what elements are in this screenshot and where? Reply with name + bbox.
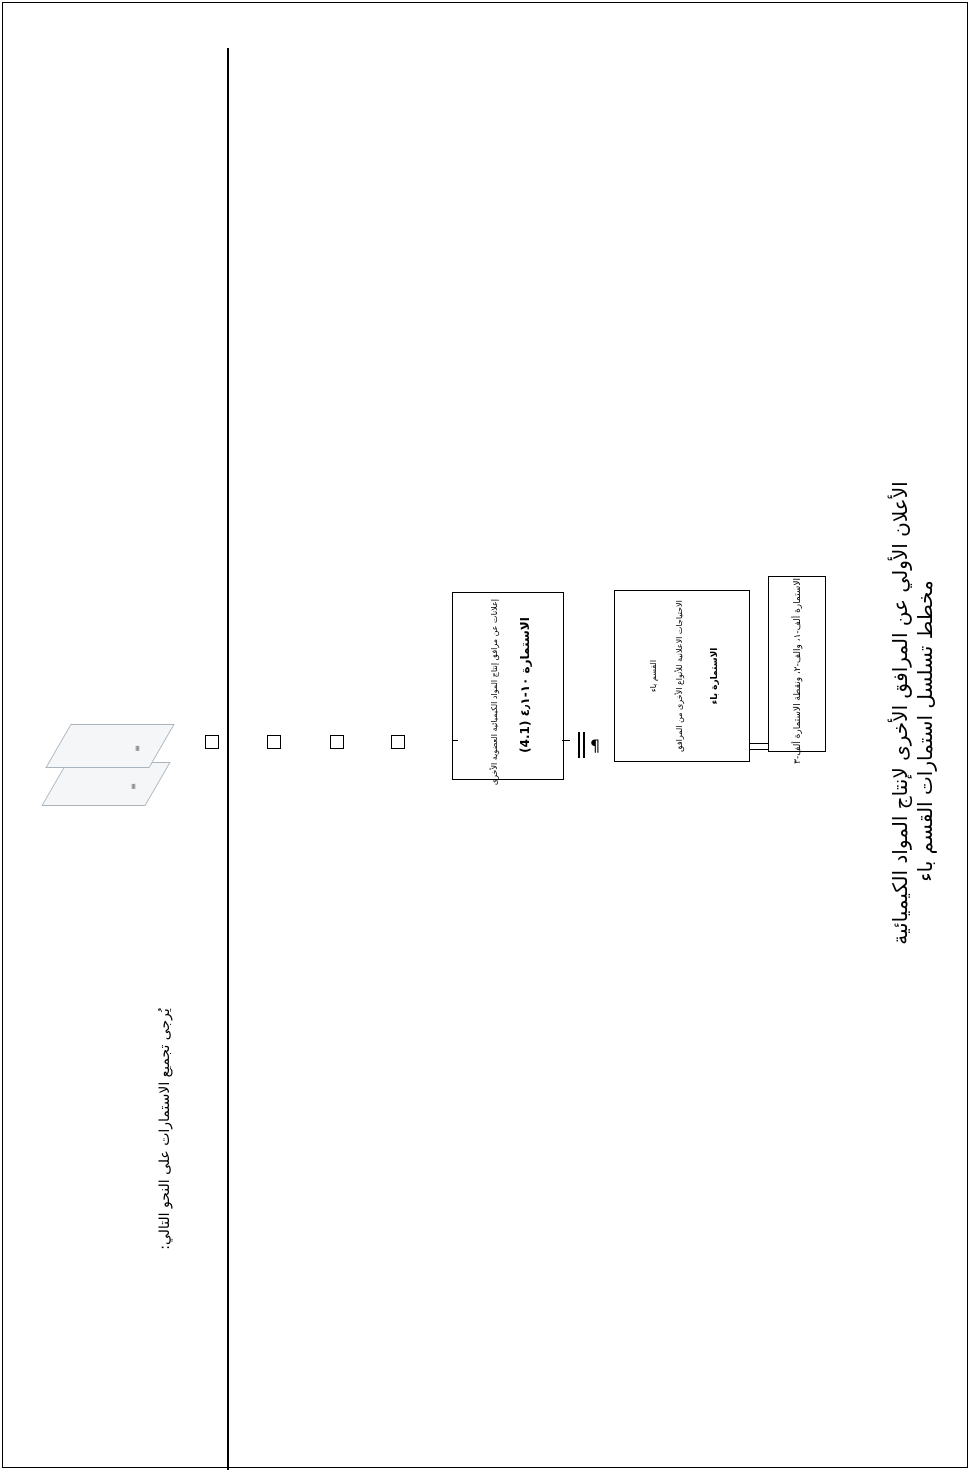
connector — [452, 740, 458, 741]
flow-box-form-a-text: الاستمارة ألف-١، والف-٢، ونقطة الاستمارة… — [793, 578, 803, 764]
assembly-note: يُرجى تجميع الاستمارات على النحو التالي: — [157, 1008, 173, 1250]
flow-box-form-b — [614, 590, 750, 762]
flow-box-form-a — [768, 576, 826, 752]
page-title: مخطط تسلسل استمارات القسم باء — [913, 580, 937, 882]
flow-box-form-4-1 — [452, 592, 564, 780]
connector — [583, 732, 585, 758]
connector — [578, 732, 580, 758]
connector — [748, 743, 768, 744]
flow-box-form-b-line2: القسم باء — [649, 659, 658, 693]
flow-box-form-4-1-heading: الاستمارة ١٠-٤٫١ (4.1) — [518, 617, 532, 753]
empty-box-icon — [267, 735, 281, 749]
page-subtitle: الأعلان الأولي عن المرافق الأخرى لإنتاج … — [888, 481, 912, 945]
empty-box-icon — [205, 735, 219, 749]
connector — [562, 740, 570, 741]
flow-box-form-b-line1: الاحتياجات الاعلانية للأنواع الأخرى من ا… — [675, 600, 684, 752]
empty-box-icon — [391, 735, 405, 749]
margin-line — [227, 48, 229, 1470]
paragraph-mark-icon: ¶ — [590, 736, 601, 755]
flow-box-form-b-heading: الاستمارة باء — [710, 647, 720, 705]
document-stack-icon: ≡ ≡ — [28, 718, 175, 818]
empty-box-icon — [330, 735, 344, 749]
connector — [748, 749, 768, 750]
flow-box-form-4-1-line1: إعلانات عن مرافق إنتاج المواد الكيميائية… — [490, 599, 499, 786]
